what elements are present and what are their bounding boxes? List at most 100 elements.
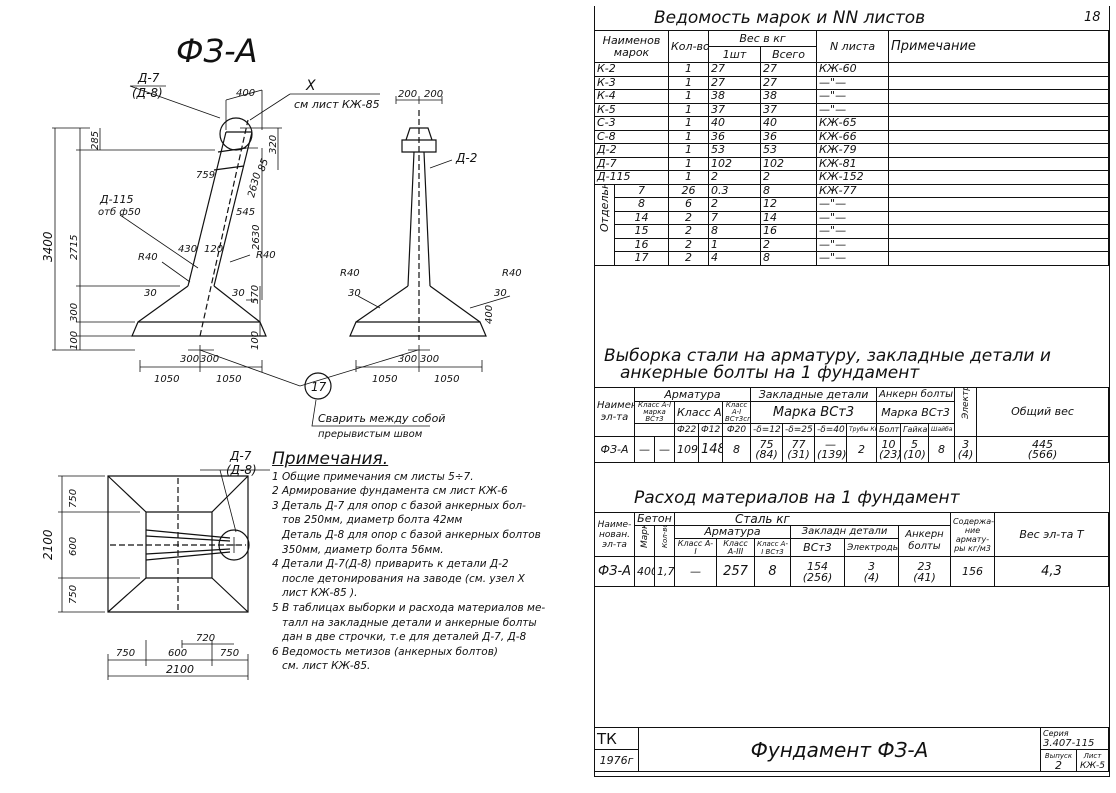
h-steel: Сталь кг xyxy=(674,512,951,526)
dim-600-vert: 600 xyxy=(68,537,79,556)
dim-2100-vert: 2100 xyxy=(41,529,55,560)
dim-300-d: 300 xyxy=(420,354,439,365)
h-tr: Трубы Кн=57 xyxy=(846,423,878,437)
callout-x: X xyxy=(305,78,316,94)
d115-sub: отб ф50 xyxy=(98,206,141,218)
h-abm: Марка ВСт3 xyxy=(876,401,956,424)
h-arm: Арматура xyxy=(633,387,752,402)
dim-400-side: 400 xyxy=(484,305,495,324)
mark-17-circle xyxy=(304,372,332,400)
dim-300-b: 300 xyxy=(200,354,219,365)
h-a1: Класс А-I марка ВСт3 xyxy=(634,401,675,424)
dim-2715: 2715 xyxy=(69,235,80,260)
note-line: 350мм, диаметр болта 56мм. xyxy=(282,543,444,556)
h-a3: Класс А-III xyxy=(674,401,723,424)
h-w1: 1шт xyxy=(708,46,761,63)
dim-720: 720 xyxy=(196,633,215,644)
callout-x-note: см лист КЖ-85 xyxy=(294,98,380,111)
h-wash: Шайба δ=20 xyxy=(928,423,956,437)
dim-750-d: 750 xyxy=(220,648,239,659)
dim-1050-a: 1050 xyxy=(154,374,179,385)
h-cont: Содержа-ние армату-ры кг/м3 xyxy=(950,512,995,557)
stamp-year: 1976г xyxy=(594,749,639,772)
note-line: дан в две строчки, т.е для деталей Д-7, … xyxy=(282,631,527,644)
note-line: после детонирования на заводе (см. узел … xyxy=(282,572,525,585)
callout-d8: (Д-8) xyxy=(132,86,163,100)
h-f22: Ф22 xyxy=(674,423,699,437)
stamp-sheet: КЖ-5 xyxy=(1079,760,1106,771)
dim-2100: 2100 xyxy=(166,663,194,676)
stamp-issue-label: Выпуск xyxy=(1044,751,1073,760)
h-weight: Вес в кг xyxy=(707,30,818,47)
h-zdm: Марка ВСт3 xyxy=(750,401,878,424)
h-ves: Вес эл-та Т xyxy=(994,512,1109,557)
dim-30-b: 30 xyxy=(232,288,245,299)
dim-570: 570 xyxy=(250,285,261,304)
note-line: см. лист КЖ-85. xyxy=(282,660,371,673)
h-total: Общий вес xyxy=(976,387,1109,437)
h-zd: Закладн детали xyxy=(790,525,899,539)
front-base-outline xyxy=(131,321,267,337)
h-a1b: Класс А-I ВСт3 xyxy=(754,538,791,557)
h-qty: Кол-во xyxy=(668,30,709,63)
dim-100-left: 100 xyxy=(69,331,80,350)
dim-759: 759 xyxy=(196,170,215,181)
h-beton: Бетон xyxy=(634,512,675,526)
side-mark-d2: Д-2 xyxy=(455,151,477,165)
plan-column xyxy=(145,529,231,561)
note-line: 2 Армирование фундамента см лист КЖ-6 xyxy=(272,485,508,498)
h-vst: ВСт3 xyxy=(790,538,845,557)
stamp-sheet-label: Лист xyxy=(1083,751,1102,760)
side-column xyxy=(407,151,431,287)
dim-30-c: 30 xyxy=(348,288,361,299)
table2-title: Выборка стали на арматуру, закладные дет… xyxy=(604,346,1051,383)
front-base-slope xyxy=(137,285,261,323)
h-el: Электроды xyxy=(844,538,899,557)
h-a3: Класс А-III xyxy=(716,538,755,557)
dim-600: 600 xyxy=(168,648,187,659)
h-ab: Анкерн болты xyxy=(876,387,956,402)
dim-r40-c: R40 xyxy=(340,268,360,279)
note-line: 6 Ведомость метизов (анкерных болтов) xyxy=(272,645,498,658)
stamp-name: Фундамент ФЗ-А xyxy=(638,727,1041,772)
h-f20: Ф20 xyxy=(721,423,752,437)
h-d40: -δ=40 xyxy=(814,423,848,437)
plan-mark-d7: Д-7 xyxy=(229,449,252,463)
dim-300-left: 300 xyxy=(69,303,80,322)
dim-2630: 2630 xyxy=(251,225,262,250)
h-nut: Гайка xyxy=(900,423,930,437)
h-d25: -δ=25 xyxy=(782,423,816,437)
h-a1b: Класс А-I ВСт3сп xyxy=(721,401,752,424)
note-line: талл на закладные детали и анкерные болт… xyxy=(282,616,537,629)
dim-30-a: 30 xyxy=(144,288,157,299)
dim-r40-a: R40 xyxy=(138,252,158,263)
h-zd: Закладные детали xyxy=(750,387,878,402)
dim-545: 545 xyxy=(236,207,255,218)
dim-300-a: 300 xyxy=(180,354,199,365)
table1-title: Ведомость марок и NN листов xyxy=(654,8,926,28)
h-el: Электроды xyxy=(960,387,971,420)
table-row: ФЗ-А — — 109 148 8 75(84) 77(31) —(139) … xyxy=(594,436,1109,463)
h-ab: Анкерн болты xyxy=(898,525,951,557)
stamp-series: 3.407-115 xyxy=(1042,737,1095,749)
note-line: 3 Деталь Д-7 для опор с базой анкерных б… xyxy=(272,499,526,512)
weld-note: Сварить между собой xyxy=(318,412,445,425)
dim-1050-d: 1050 xyxy=(434,374,459,385)
callout-d7: Д-7 xyxy=(137,71,160,85)
h-name: Наиме-нован. эл-та xyxy=(594,512,635,557)
notes-block: Примечания. 1 Общие примечания см листы … xyxy=(272,451,592,674)
rods-group-label: Отдельные стержни xyxy=(598,185,611,232)
dim-750-a: 750 xyxy=(68,489,79,508)
foundation-drawing: ФЗ-А Д-7 (Д-8) X см лист КЖ-85 Д-2 Д-115… xyxy=(41,32,522,680)
dim-200-b: 200 xyxy=(424,89,443,100)
